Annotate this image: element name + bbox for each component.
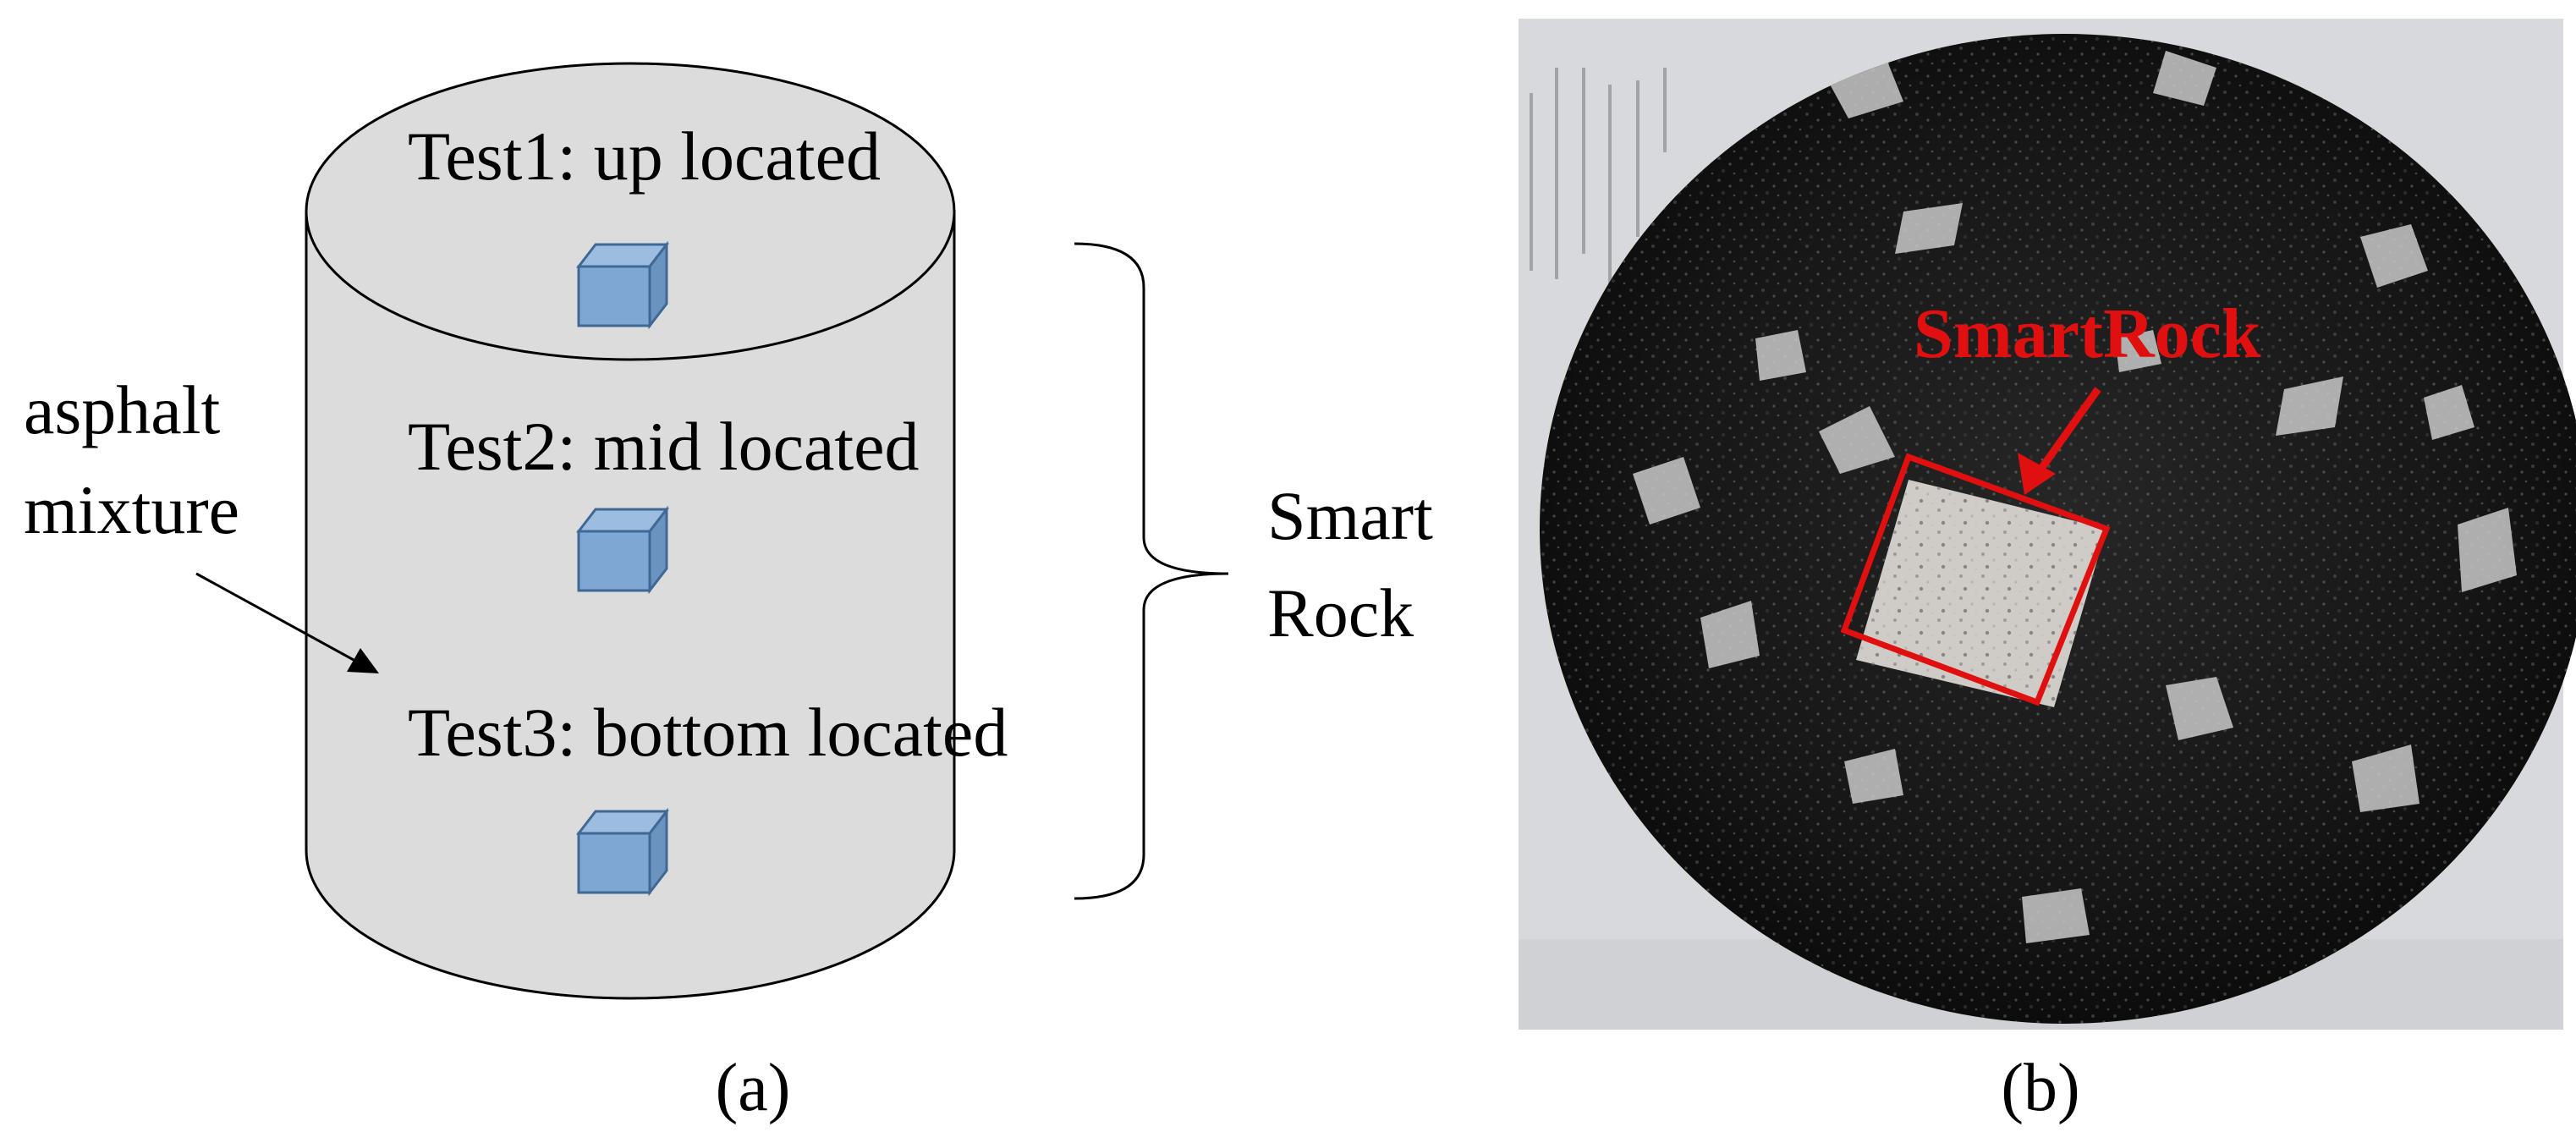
smartrock-cube-bottom <box>575 807 670 897</box>
asphalt-pointer-arrow <box>195 572 379 673</box>
smartrock-brace <box>1074 242 1229 900</box>
smartrock-callout-label: SmartRock <box>1914 294 2261 373</box>
panel-b: SmartRock (b) <box>1519 19 2576 1125</box>
asphalt-label-line1: asphalt <box>24 371 220 448</box>
panel-a: Test1: up located Test2: mid located Tes… <box>24 62 1433 1125</box>
brace-label-line1: Smart <box>1267 477 1433 554</box>
smartrock-cube-mid <box>575 505 670 595</box>
smartrock-highlight-box <box>1840 453 2111 706</box>
caption-b: (b) <box>2001 1051 2079 1125</box>
paper-printed-lines <box>1530 68 1667 288</box>
test3-label: Test3: bottom located <box>408 694 1008 771</box>
caption-a: (a) <box>716 1051 791 1125</box>
smartrock-callout: SmartRock <box>1840 294 2261 706</box>
callout-arrow-shaft <box>2035 387 2101 475</box>
asphalt-label-line2: mixture <box>24 471 239 548</box>
asphalt-specimen-photo <box>1540 34 2576 1024</box>
callout-arrow-head <box>2018 453 2056 495</box>
test2-label: Test2: mid located <box>408 408 920 485</box>
asphalt-cylinder <box>305 62 956 1000</box>
smartrock-cube-top <box>575 240 670 330</box>
test1-label: Test1: up located <box>408 118 881 195</box>
brace-label-line2: Rock <box>1267 574 1414 651</box>
